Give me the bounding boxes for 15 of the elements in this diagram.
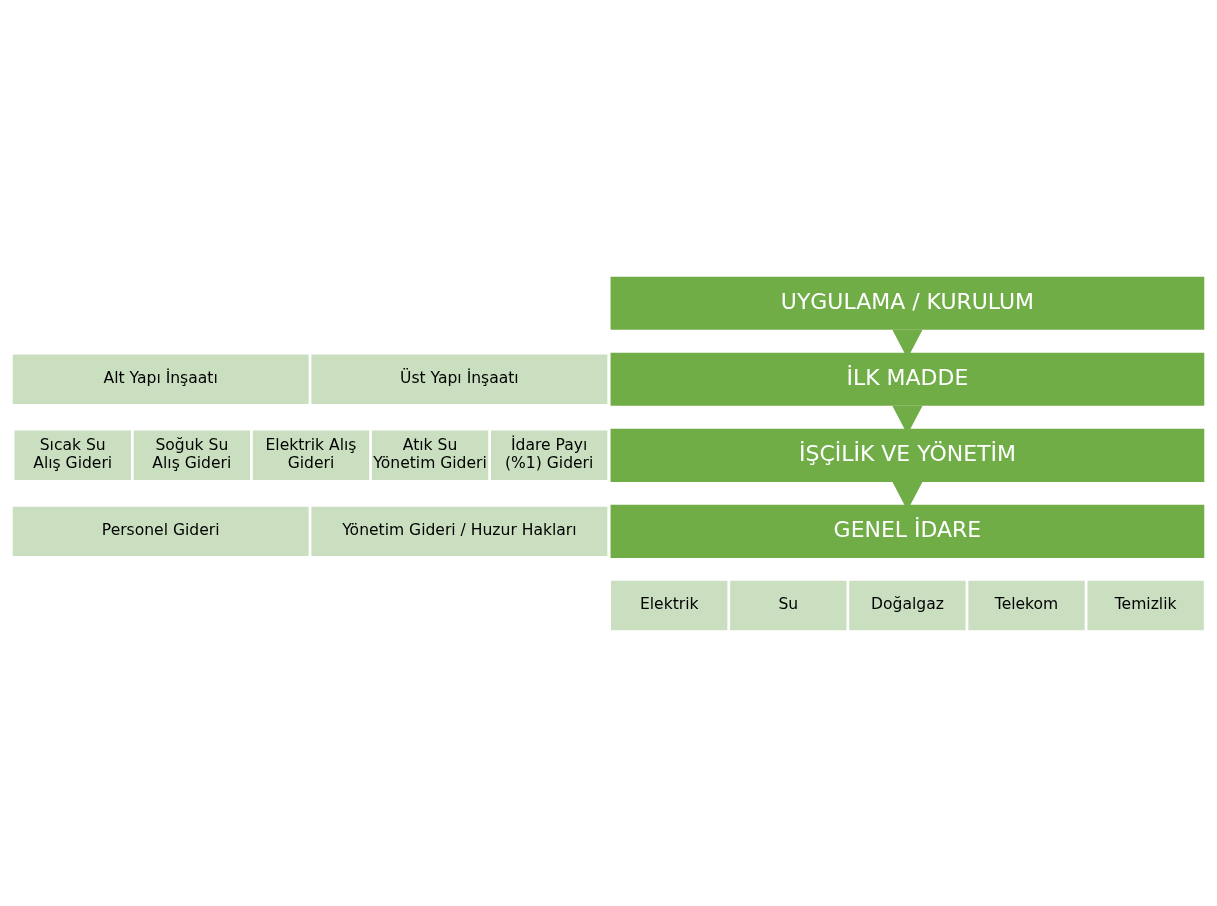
node-box: Yönetim Gideri / Huzur Hakları [311,506,608,556]
node-box: Alt Yapı İnşaatı [12,354,309,404]
node-box: Atık Su Yönetim Gideri [371,430,489,480]
node-box: Temizlik [1087,580,1204,630]
node-box: İdare Payı (%1) Gideri [491,430,608,480]
node-box: Üst Yapı İnşaatı [311,354,608,404]
node-box: Sıcak Su Alış Gideri [14,430,131,480]
node-box: Su [730,580,847,630]
node-box: Doğalgaz [849,580,966,630]
node-box: GENEL İDARE [610,504,1205,558]
node-box: Elektrik Alış Gideri [252,430,370,480]
node-box: Telekom [968,580,1085,630]
node-box: Soğuk Su Alış Gideri [133,430,250,480]
node-box: Personel Gideri [12,506,309,556]
node-box: Elektrik [611,580,728,630]
